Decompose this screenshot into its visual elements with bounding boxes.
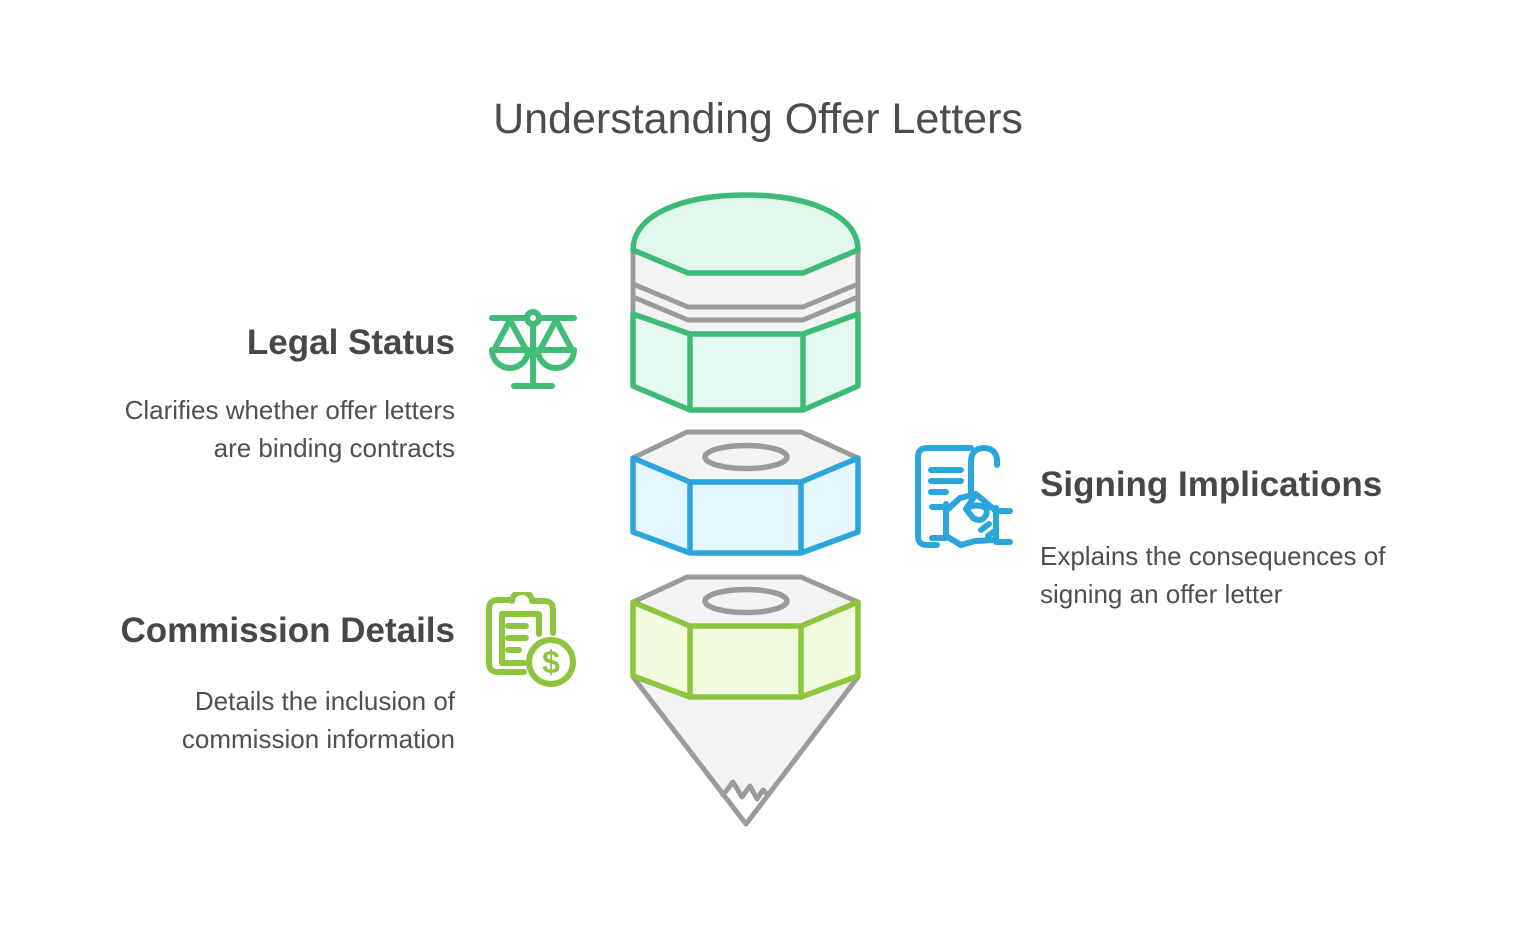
lower-nut-lime (630, 574, 861, 700)
dollar-glyph: $ (542, 644, 560, 680)
signing-implications-heading: Signing Implications (1040, 465, 1383, 504)
tip-cone (630, 674, 861, 827)
eraser-cap (630, 192, 861, 276)
legal-status-description: Clarifies whether offer letters are bind… (124, 395, 455, 463)
clipboard-dollar-icon: $ (486, 592, 576, 687)
balance-scale-icon (489, 309, 577, 389)
signing-implications-description: Explains the consequences of signing an … (1040, 541, 1386, 609)
legal-status-heading: Legal Status (246, 323, 455, 362)
commission-details-description: Details the inclusion of commission info… (181, 686, 455, 754)
middle-nut-blue (630, 429, 861, 556)
upper-body-green (630, 311, 861, 413)
commission-details-heading: Commission Details (120, 611, 455, 650)
ferrule-band (630, 249, 861, 334)
pencil-illustration (630, 192, 861, 827)
contract-handshake-icon (915, 445, 1013, 548)
page-title: Understanding Offer Letters (493, 95, 1023, 143)
